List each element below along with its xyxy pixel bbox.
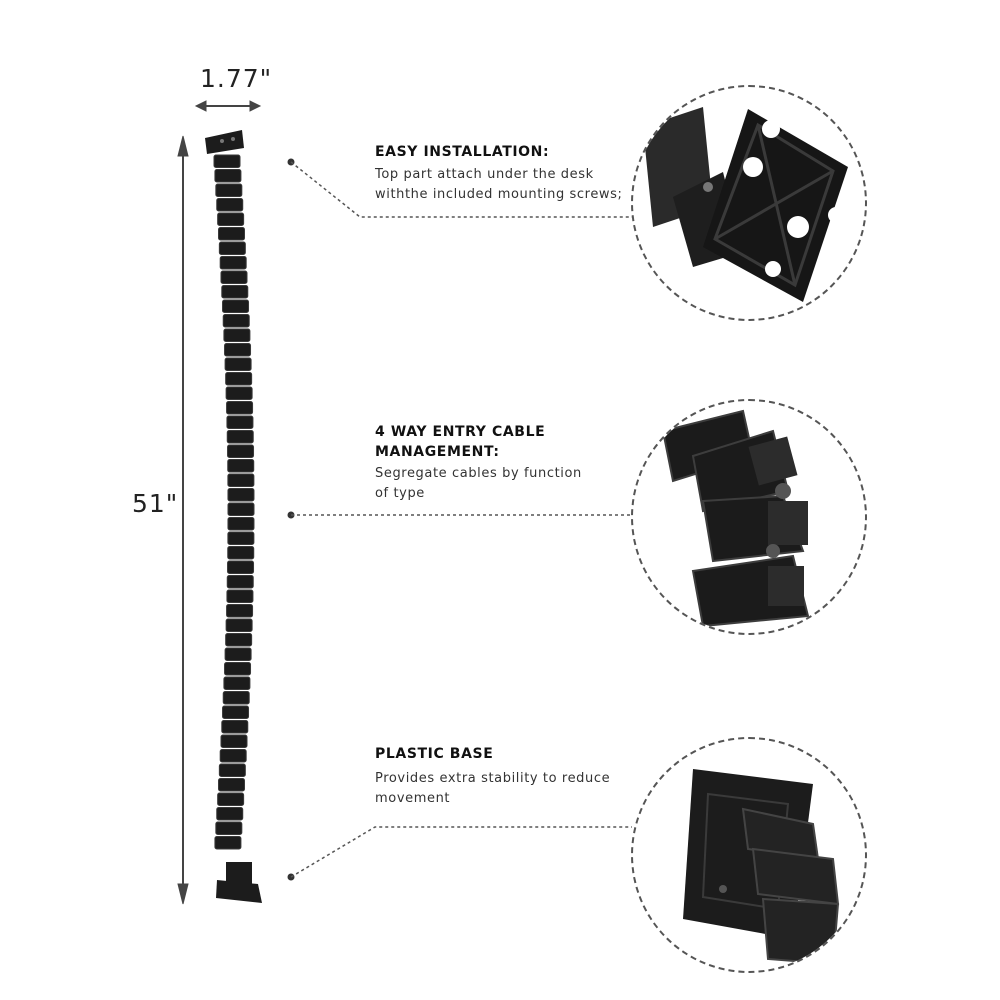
- cable-segment: [214, 169, 242, 183]
- cable-segment: [227, 531, 255, 545]
- cable-segment: [215, 821, 243, 835]
- cable-segment: [219, 256, 247, 270]
- cable-segment: [216, 807, 244, 821]
- cable-segment: [225, 386, 253, 400]
- cable-segment: [223, 328, 251, 342]
- cable-segment: [217, 792, 245, 806]
- length-arrow: [177, 135, 189, 905]
- length-dimension-label: 51": [132, 489, 179, 518]
- feature-desc-base: Provides extra stability to reduce movem…: [375, 771, 611, 806]
- cable-segment: [227, 502, 255, 516]
- top-mount-plate: [205, 130, 244, 154]
- width-arrow: [194, 100, 262, 112]
- cable-segment: [218, 241, 246, 255]
- cable-segment: [219, 749, 247, 763]
- cable-segment: [213, 154, 241, 168]
- cable-segment: [214, 836, 242, 850]
- cable-segment: [225, 633, 253, 647]
- cable-segment: [221, 285, 249, 299]
- detail-plastic-base: [631, 737, 867, 973]
- feature-title-installation: EASY INSTALLATION:: [375, 144, 550, 160]
- cable-segment: [218, 763, 246, 777]
- feature-title-cable-management: 4 WAY ENTRY CABLE MANAGEMENT:: [375, 424, 546, 460]
- cable-segment: [224, 343, 252, 357]
- cable-segment: [226, 604, 254, 618]
- feature-desc-cable-management: Segregate cables by function of type: [375, 466, 582, 501]
- cable-segment: [224, 662, 252, 676]
- detail-cable-segments: [631, 399, 867, 635]
- cable-segment: [217, 212, 245, 226]
- cable-segment: [225, 618, 253, 632]
- cable-segment: [226, 575, 254, 589]
- cable-segment: [227, 517, 255, 531]
- cable-segment: [226, 401, 254, 415]
- cable-segment: [218, 227, 246, 241]
- cable-segment: [222, 705, 250, 719]
- leader-line-base: [287, 826, 632, 881]
- cable-segment: [227, 560, 255, 574]
- cable-segment: [222, 299, 250, 313]
- cable-segment: [226, 430, 254, 444]
- cable-spine: [213, 154, 255, 850]
- feature-title-base: PLASTIC BASE: [375, 746, 494, 762]
- feature-desc-installation: Top part attach under the desk withthe i…: [375, 167, 623, 202]
- cable-segment: [224, 647, 252, 661]
- cable-segment: [222, 691, 250, 705]
- detail-mount-plate: [631, 85, 867, 321]
- cable-segment: [218, 778, 246, 792]
- leader-line-installation: [287, 158, 632, 218]
- cable-segment: [227, 488, 255, 502]
- cable-segment: [221, 720, 249, 734]
- cable-segment: [227, 546, 255, 560]
- cable-segment: [227, 459, 255, 473]
- leader-line-cable-management: [287, 511, 632, 519]
- width-dimension-label: 1.77": [200, 64, 273, 93]
- cable-segment: [225, 372, 253, 386]
- cable-segment: [226, 589, 254, 603]
- cable-segment: [220, 734, 248, 748]
- cable-segment: [226, 415, 254, 429]
- cable-segment: [224, 357, 252, 371]
- cable-segment: [227, 444, 255, 458]
- bottom-base-plate: [216, 862, 262, 903]
- cable-segment: [227, 473, 255, 487]
- cable-segment: [222, 314, 250, 328]
- cable-segment: [215, 183, 243, 197]
- cable-segment: [220, 270, 248, 284]
- cable-segment: [216, 198, 244, 212]
- cable-segment: [223, 676, 251, 690]
